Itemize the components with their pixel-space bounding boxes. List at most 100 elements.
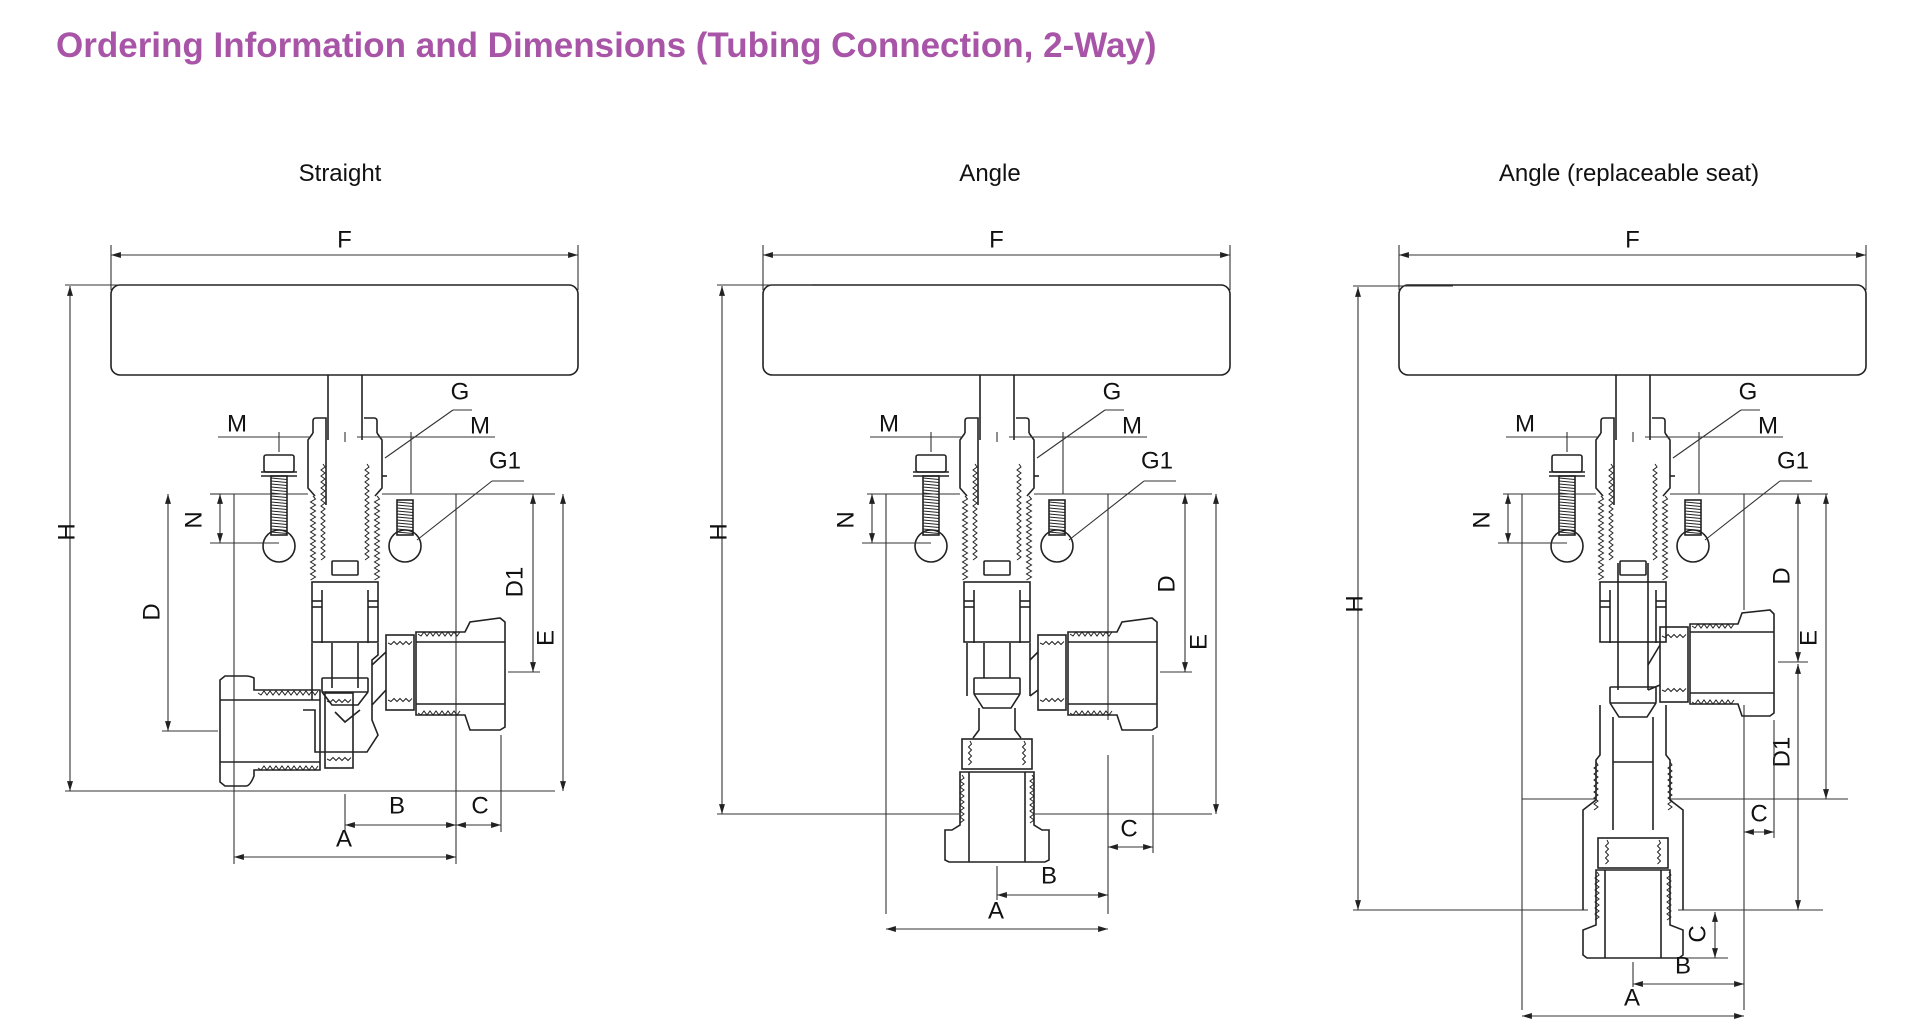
ferrule-thread — [387, 697, 413, 703]
label-F: F — [989, 226, 1004, 253]
bolt-thread — [922, 522, 940, 525]
nut-right — [1689, 609, 1775, 717]
bolt-thread — [922, 489, 940, 492]
nut-thread — [257, 765, 319, 771]
bolt-thread — [270, 531, 288, 534]
label-D: D — [138, 603, 165, 620]
bolt-thread — [1558, 519, 1576, 522]
bonnet-thread — [373, 495, 381, 581]
bolt-hole-right — [1676, 529, 1710, 563]
label-D: D — [1768, 567, 1795, 584]
bolt-thread — [1558, 483, 1576, 486]
stem-tip — [983, 560, 1011, 576]
label-M-right: M — [1758, 412, 1778, 439]
tee-body — [371, 689, 387, 706]
nut-thread — [1029, 774, 1035, 824]
bolt-thread — [1048, 510, 1066, 513]
page-title: Ordering Information and Dimensions (Tub… — [56, 26, 1157, 65]
bolt-hole-right — [388, 529, 422, 563]
nut-thread — [959, 774, 965, 824]
bolt-thread — [922, 513, 940, 516]
label-M-right: M — [470, 412, 490, 439]
bonnet — [1026, 432, 1035, 497]
bolt-hole-left — [914, 529, 948, 563]
ferrule-right — [385, 634, 415, 711]
bolt-thread — [270, 507, 288, 510]
bolt-thread — [1684, 519, 1702, 522]
bolt-right — [1684, 499, 1702, 536]
seat-tip — [1609, 702, 1657, 718]
bolt-thread — [922, 519, 940, 522]
bolt-thread — [922, 525, 940, 528]
handle — [762, 284, 1231, 376]
bolt-thread — [1558, 504, 1576, 507]
bolt-hole-right — [1040, 529, 1074, 563]
nut-thread — [1594, 871, 1600, 921]
leader-G1 — [1704, 480, 1781, 541]
bolt-thread — [922, 507, 940, 510]
seat — [973, 677, 1021, 695]
packing-gland — [963, 581, 1031, 643]
bolt-thread — [1684, 516, 1702, 519]
bolt-thread — [922, 480, 940, 483]
nut-thread — [257, 690, 319, 696]
label-M-left: M — [1515, 410, 1535, 437]
label-G1: G1 — [1141, 447, 1173, 474]
bolt-thread — [270, 513, 288, 516]
label-F: F — [1625, 226, 1640, 253]
bolt-thread — [1558, 501, 1576, 504]
bolt-thread — [1048, 501, 1066, 504]
bonnet — [1662, 432, 1671, 497]
ferrule-thread — [1039, 640, 1065, 646]
bolt-thread — [1558, 495, 1576, 498]
bolt-thread — [270, 498, 288, 501]
bonnet — [374, 432, 383, 497]
view-title-angle-replaceable-seat: Angle (replaceable seat) — [1498, 160, 1760, 187]
ferrule-right — [1037, 634, 1067, 711]
bolt-thread — [1558, 525, 1576, 528]
bolt-thread — [396, 501, 414, 504]
stem-thread — [364, 463, 370, 561]
bolt-hole-left — [262, 529, 296, 563]
label-G1: G1 — [1777, 447, 1809, 474]
bolt-thread — [1558, 486, 1576, 489]
bolt-thread — [270, 525, 288, 528]
bolt-head-left — [263, 454, 295, 473]
label-A: A — [336, 825, 352, 852]
label-N: N — [832, 511, 859, 528]
bolt-thread — [922, 495, 940, 498]
bolt-thread — [1048, 516, 1066, 519]
bonnet-thread — [1025, 495, 1033, 581]
label-G: G — [451, 378, 470, 405]
bolt-thread — [1684, 510, 1702, 513]
ferrule-bottom — [961, 738, 1033, 770]
bolt-thread — [1558, 510, 1576, 513]
label-M-left: M — [227, 410, 247, 437]
view-title-angle: Angle — [959, 160, 1021, 187]
nut-thread — [1691, 699, 1735, 705]
label-D: D — [1153, 575, 1180, 592]
seat-tip — [321, 691, 369, 706]
nut-right — [1067, 617, 1158, 731]
view-title-straight: Straight — [298, 160, 382, 187]
label-B: B — [1675, 952, 1691, 979]
tee-body — [371, 651, 387, 666]
outlet-neck — [972, 708, 1022, 739]
bolt-head-left — [1551, 454, 1583, 473]
bonnet-thread — [1597, 495, 1605, 581]
bolt-thread — [396, 507, 414, 510]
nut-thread — [1069, 710, 1113, 716]
ferrule-left — [324, 692, 354, 769]
bonnet — [1652, 417, 1666, 433]
bolt-thread — [1684, 501, 1702, 504]
seat-retainer — [1665, 705, 1684, 910]
bolt-thread — [922, 501, 940, 504]
bolt-thread — [270, 510, 288, 513]
nut-bottom — [1582, 869, 1684, 959]
label-H: H — [1341, 595, 1368, 612]
seat-retainer — [1582, 705, 1601, 910]
bolt-thread — [396, 531, 414, 534]
